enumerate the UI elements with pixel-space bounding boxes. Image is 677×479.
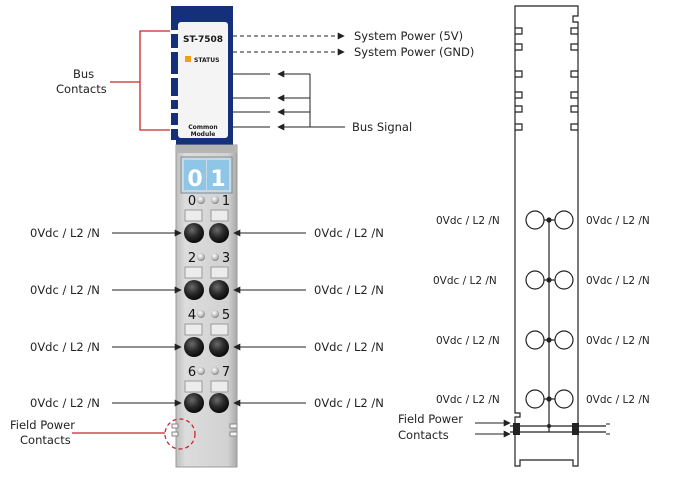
right-terminal-label-1: 0Vdc / L2 /N	[314, 283, 384, 297]
right-terminal-label-2: 0Vdc / L2 /N	[314, 340, 384, 354]
schematic-terminal-1b	[554, 270, 574, 290]
system-power-gnd-label: System Power (GND)	[354, 45, 474, 59]
channel-row-4-5: 4 5	[184, 308, 230, 357]
schematic-field-contact-left	[513, 423, 520, 435]
schematic-left-label-1: 0Vdc / L2 /N	[433, 275, 497, 287]
module-label-panel	[178, 22, 228, 138]
schematic-field-power-line2: Contacts	[398, 428, 449, 442]
channel-led-0	[197, 196, 205, 204]
bus-signal-label: Bus Signal	[352, 120, 412, 134]
channel-led-7	[211, 367, 219, 375]
channel-led-2	[197, 253, 205, 261]
field-power-callout-circle	[164, 418, 196, 450]
channel-number-1: 1	[222, 194, 230, 209]
schematic-terminal-0a	[525, 210, 545, 230]
field-power-contacts-physical	[171, 423, 238, 437]
channel-led-3	[211, 253, 219, 261]
left-terminal-label-0: 0Vdc / L2 /N	[30, 226, 100, 240]
channel-number-0: 0	[188, 194, 196, 209]
schematic-bus-notches	[515, 27, 578, 131]
bus-contacts-label-line2: Contacts	[56, 82, 107, 96]
channel-number-4: 4	[188, 308, 196, 323]
schematic-terminal-1a	[525, 270, 545, 290]
channel-led-1	[211, 196, 219, 204]
led-digit-left: 0	[187, 167, 202, 192]
left-terminal-label-2: 0Vdc / L2 /N	[30, 340, 100, 354]
schematic-terminal-row-3	[525, 389, 574, 409]
bus-signal-arrows	[233, 70, 345, 131]
status-led	[185, 56, 191, 62]
led-digit-right: 1	[210, 167, 225, 192]
schematic-field-power-line1: Field Power	[398, 412, 463, 426]
module-footer-line1: Common	[188, 124, 217, 131]
bus-contacts-bracket	[110, 30, 170, 131]
schematic-terminal-2b	[554, 330, 574, 350]
schematic-terminal-row-2	[525, 330, 574, 350]
schematic-terminal-0b	[554, 210, 574, 230]
schematic-field-contact-right	[572, 423, 579, 435]
schematic-terminal-row-0	[525, 210, 574, 230]
system-power-5v-label: System Power (5V)	[354, 29, 463, 43]
schematic-right-label-2: 0Vdc / L2 /N	[586, 335, 650, 347]
terminal-hole-7[interactable]	[209, 393, 229, 413]
schematic-left-label-3: 0Vdc / L2 /N	[436, 394, 500, 406]
schematic-terminal-row-1	[525, 270, 574, 290]
channel-number-6: 6	[188, 365, 196, 380]
schematic-left-label-2: 0Vdc / L2 /N	[436, 335, 500, 347]
module-footer-line2: Module	[191, 131, 216, 138]
bus-contacts-label-line1: Bus	[73, 67, 94, 81]
led-segment-left	[184, 160, 206, 190]
module-terminal-body	[175, 144, 238, 468]
channel-led-5	[211, 310, 219, 318]
right-terminal-label-3: 0Vdc / L2 /N	[314, 396, 384, 410]
module-model: ST-7508	[183, 35, 223, 45]
schematic-terminal-3a	[525, 389, 545, 409]
led-segment-right	[207, 160, 229, 190]
terminal-hole-3[interactable]	[209, 280, 229, 300]
right-terminal-label-0: 0Vdc / L2 /N	[314, 226, 384, 240]
left-terminal-label-3: 0Vdc / L2 /N	[30, 396, 100, 410]
field-power-label-line2: Contacts	[20, 433, 71, 447]
schematic-terminal-2a	[525, 330, 545, 350]
terminal-hole-2[interactable]	[184, 280, 204, 300]
channel-number-7: 7	[222, 365, 230, 380]
channel-led-6	[197, 367, 205, 375]
terminal-hole-6[interactable]	[184, 393, 204, 413]
schematic-terminal-3b	[554, 389, 574, 409]
terminal-hole-4[interactable]	[184, 337, 204, 357]
schematic-right-label-0: 0Vdc / L2 /N	[586, 215, 650, 227]
left-terminal-label-1: 0Vdc / L2 /N	[30, 283, 100, 297]
schematic-right-label-3: 0Vdc / L2 /N	[586, 394, 650, 406]
terminal-hole-1[interactable]	[209, 223, 229, 243]
schematic-left-label-0: 0Vdc / L2 /N	[436, 215, 500, 227]
field-power-label-line1: Field Power	[10, 418, 75, 432]
channel-row-0-1: 0 1	[184, 194, 230, 243]
status-label: STATUS	[194, 57, 219, 64]
bus-contact-pins	[171, 30, 178, 129]
channel-row-2-3: 2 3	[184, 251, 230, 300]
io-module: ST-7508 STATUS Common Module 0 1 0 1	[164, 6, 238, 468]
channel-row-6-7: 6 7	[184, 365, 230, 413]
schematic-outline	[514, 5, 579, 467]
terminal-hole-0[interactable]	[184, 223, 204, 243]
channel-number-3: 3	[222, 251, 230, 266]
terminal-hole-5[interactable]	[209, 337, 229, 357]
schematic-right-label-1: 0Vdc / L2 /N	[586, 275, 650, 287]
channel-number-5: 5	[222, 308, 230, 323]
channel-led-4	[197, 310, 205, 318]
channel-number-2: 2	[188, 251, 196, 266]
